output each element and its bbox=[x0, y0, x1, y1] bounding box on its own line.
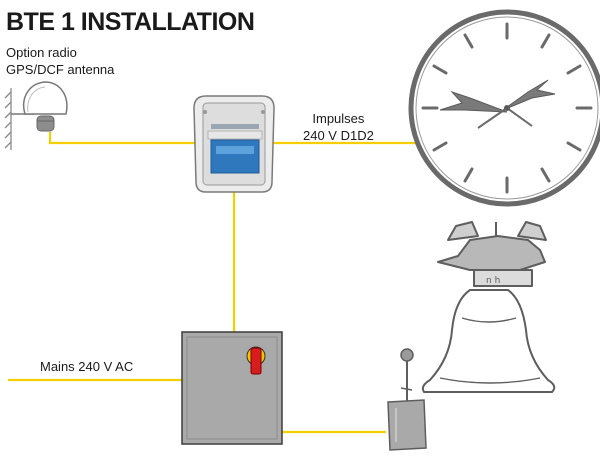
impulses-label: Impulses 240 V D1D2 bbox=[303, 110, 374, 144]
controller-logo-strip bbox=[211, 124, 259, 129]
bell-motor bbox=[387, 348, 427, 451]
wall bbox=[4, 88, 12, 150]
gps-antenna bbox=[11, 81, 68, 132]
electrical-panel bbox=[181, 331, 283, 445]
antenna-wire bbox=[48, 132, 196, 145]
clock-hour-marks bbox=[421, 22, 593, 194]
antenna-label: Option radio GPS/DCF antenna bbox=[6, 44, 114, 78]
antenna-label-line1: Option radio bbox=[6, 45, 77, 60]
clock-minute-hand bbox=[502, 79, 556, 111]
impulses-label-line1: Impulses bbox=[312, 111, 365, 126]
impulses-label-line2: 240 V D1D2 bbox=[303, 128, 374, 143]
wall-clock bbox=[408, 9, 600, 207]
isolator-switch bbox=[246, 346, 266, 375]
mains-label: Mains 240 V AC bbox=[40, 359, 134, 374]
wiring bbox=[8, 132, 420, 434]
bte1-controller bbox=[193, 95, 275, 193]
clock-hour-hand bbox=[439, 90, 508, 113]
controller-screen bbox=[210, 139, 260, 174]
diagram-title: BTE 1 INSTALLATION bbox=[6, 8, 255, 36]
antenna-label-line2: GPS/DCF antenna bbox=[6, 62, 115, 77]
church-bell: n h bbox=[421, 221, 556, 393]
svg-text:n h: n h bbox=[486, 276, 500, 286]
